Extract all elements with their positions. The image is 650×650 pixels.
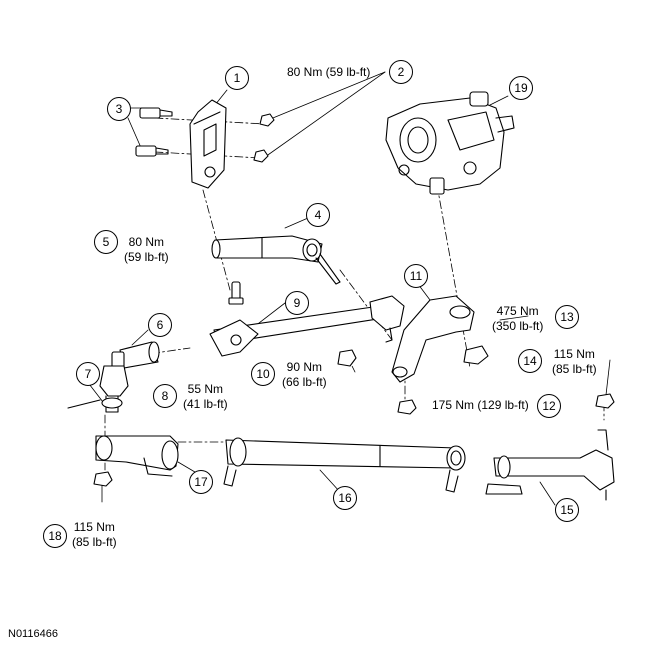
callout-15: 15 xyxy=(555,498,579,522)
bracket-plate xyxy=(189,99,227,189)
callout-14: 14 xyxy=(518,349,542,373)
callout-11: 11 xyxy=(404,264,428,288)
torque-spec-12: 175 Nm (129 lb-ft) xyxy=(432,398,529,412)
leader-lines xyxy=(85,71,611,506)
drag-link-nut xyxy=(337,349,357,367)
tie-rod-nut-left xyxy=(93,471,113,487)
steering-gear xyxy=(385,91,515,195)
torque-spec-18: 115 Nm (85 lb-ft) xyxy=(72,520,117,550)
tie-rod-end-left-lower xyxy=(95,435,179,477)
clamp-sleeve xyxy=(111,341,160,369)
torque-spec-8: 55 Nm (41 lb-ft) xyxy=(183,382,228,412)
callout-10: 10 xyxy=(251,362,275,386)
torque-spec-10: 90 Nm (66 lb-ft) xyxy=(282,360,327,390)
callout-3: 3 xyxy=(107,97,131,121)
pitman-arm xyxy=(391,295,475,383)
bolt-pair xyxy=(135,107,173,157)
torque-spec-14-lbft: (85 lb-ft) xyxy=(552,362,597,376)
torque-spec-8-lbft: (41 lb-ft) xyxy=(183,397,228,411)
torque-spec-18-lbft: (85 lb-ft) xyxy=(72,535,117,549)
tie-rod-tube xyxy=(223,437,466,493)
torque-spec-13: 475 Nm (350 lb-ft) xyxy=(492,304,543,334)
torque-spec-14-nm: 115 Nm xyxy=(553,347,595,361)
callout-13: 13 xyxy=(555,305,579,329)
callout-18: 18 xyxy=(43,524,67,548)
callout-5: 5 xyxy=(94,230,118,254)
adjusting-tie-rod xyxy=(209,295,405,357)
pitman-ball-nut xyxy=(397,399,417,415)
pitman-arm-nut xyxy=(463,345,489,365)
torque-spec-13-nm: 475 Nm xyxy=(496,304,539,318)
callout-16: 16 xyxy=(333,486,357,510)
torque-spec-5-nm: 80 Nm xyxy=(128,235,165,249)
callout-4: 4 xyxy=(306,203,330,227)
tie-rod-nut-right xyxy=(595,393,615,409)
figure-id-label: N0116466 xyxy=(8,628,58,640)
callout-17: 17 xyxy=(189,470,213,494)
torque-spec-10-lbft: (66 lb-ft) xyxy=(282,375,327,389)
callout-6: 6 xyxy=(148,313,172,337)
torque-spec-5: 80 Nm (59 lb-ft) xyxy=(124,235,169,265)
torque-spec-14: 115 Nm (85 lb-ft) xyxy=(552,347,597,377)
torque-spec-10-nm: 90 Nm xyxy=(286,360,323,374)
torque-spec-13-lbft: (350 lb-ft) xyxy=(492,319,544,333)
damper-bolt xyxy=(228,281,244,305)
callout-9: 9 xyxy=(285,291,309,315)
tie-rod-end-right xyxy=(485,429,615,501)
assembly-centerlines xyxy=(104,117,605,471)
callout-8: 8 xyxy=(153,384,177,408)
callout-1: 1 xyxy=(225,66,249,90)
torque-spec-2: 80 Nm (59 lb-ft) xyxy=(287,65,371,79)
callout-19: 19 xyxy=(509,76,533,100)
steering-damper xyxy=(211,235,341,285)
torque-spec-18-nm: 115 Nm xyxy=(73,520,115,534)
callout-7: 7 xyxy=(76,362,100,386)
callout-2: 2 xyxy=(389,60,413,84)
tie-rod-end-left-upper xyxy=(67,365,129,413)
torque-spec-5-lbft: (59 lb-ft) xyxy=(124,250,169,264)
torque-spec-8-nm: 55 Nm xyxy=(187,382,224,396)
callout-12: 12 xyxy=(537,394,561,418)
nut-pair xyxy=(253,113,275,163)
